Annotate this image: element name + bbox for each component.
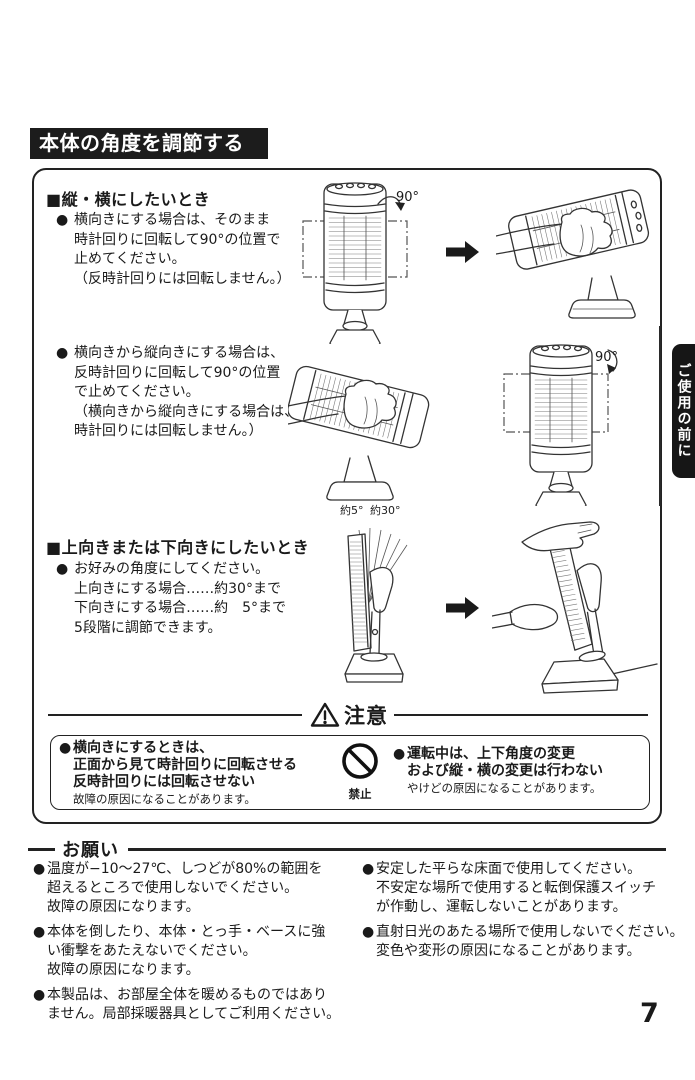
- bullet-lines: 運転中は、上下角度の変更 および縦・横の変更は行わない やけどの原因になることが…: [407, 746, 603, 795]
- heater-vertical-illustration: [302, 182, 408, 344]
- onegai-title: お願い: [62, 840, 119, 861]
- onegai-rule-long: [128, 847, 666, 851]
- prohibition-icon: [342, 743, 378, 779]
- section-tab-before-use: ご使用の前に: [672, 344, 695, 478]
- angle-90-label-2: 90°: [595, 350, 619, 365]
- bullet-marker: ●: [59, 740, 72, 756]
- onegai-bullet-temperature: ● 温度が−10〜27℃、しつどが80%の範囲を 超えるところで使用しないでくだ…: [33, 861, 323, 915]
- warning-triangle-icon: [310, 702, 340, 727]
- caution-left-note: 故障の原因になることがあります。: [73, 792, 256, 806]
- right-arrow-icon: [446, 241, 479, 263]
- heater-tilt-hands-illustration: [492, 521, 658, 694]
- bullet-lines: お好みの角度にしてください。 上向きにする場合……約30°まで 下向きにする場合…: [74, 561, 287, 636]
- prohibition-sign: 禁止: [337, 741, 383, 802]
- caution-label: 注意: [344, 704, 388, 728]
- onegai-right-column: ● 安定した平らな床面で使用してください。 不安定な場所で使用すると転倒保護スイ…: [362, 860, 692, 967]
- bullet-marker: ●: [56, 561, 69, 577]
- onegai-left-column: ● 温度が−10〜27℃、しつどが80%の範囲を 超えるところで使用しないでくだ…: [33, 860, 359, 1030]
- caution-right-note: やけどの原因になることがあります。: [407, 781, 602, 795]
- caution-right-bullet: ● 運転中は、上下角度の変更 および縦・横の変更は行わない やけどの原因になるこ…: [393, 746, 643, 795]
- heater-vertical-illustration-2: [503, 344, 618, 506]
- prohibition-label: 禁止: [348, 787, 372, 801]
- bullet-lines: 横向きから縦向きにする場合は、 反時計回りに回転して90°の位置 で止めてくださ…: [74, 345, 299, 439]
- heater-horizontal-hand-illustration: [496, 189, 650, 319]
- onegai-bullet-impact: ● 本体を倒したり、本体・とっ手・ベースに強 い衝撃をあたえないでください。 故…: [33, 924, 326, 978]
- bullet-marker: ●: [56, 212, 69, 228]
- caution-box: ● 横向きにするときは、 正面から見て時計回りに回転させる 反時計回りには回転さ…: [50, 735, 650, 810]
- bullet-rotate-clockwise: ● 横向きにする場合は、そのまま 時計回りに回転して90°の位置で 止めてくださ…: [56, 211, 296, 289]
- onegai-bullet-sunlight: ● 直射日光のあたる場所で使用しないでください。 変色や変形の原因になることがあ…: [362, 924, 684, 959]
- angle-5-label: 約5°: [340, 504, 364, 517]
- bullet-lines: 横向きにするときは、 正面から見て時計回りに回転させる 反時計回りには回転させな…: [73, 740, 297, 806]
- side-rule: [659, 326, 661, 506]
- section-heading-vertical-horizontal: ■縦・横にしたいとき: [46, 190, 211, 209]
- angle-adjust-box: ■縦・横にしたいとき ● 横向きにする場合は、そのまま 時計回りに回転して90°…: [32, 168, 662, 824]
- caution-rule-right: [394, 714, 648, 716]
- angle-90-label-1: 90°: [396, 190, 420, 205]
- page-number: 7: [640, 998, 659, 1029]
- onegai-rule-short: [28, 847, 55, 851]
- bullet-marker: ●: [56, 345, 69, 361]
- angle-30-label: 約30°: [370, 504, 401, 517]
- caution-header: 注意: [48, 698, 648, 732]
- bullet-tilt-angle: ● お好みの角度にしてください。 上向きにする場合……約30°まで 下向きにする…: [56, 560, 302, 638]
- bullet-lines: 横向きにする場合は、そのまま 時計回りに回転して90°の位置で 止めてください。…: [74, 212, 291, 287]
- bullet-rotate-counterclockwise: ● 横向きから縦向きにする場合は、 反時計回りに回転して90°の位置 で止めてく…: [56, 344, 300, 442]
- right-arrow-icon-2: [446, 597, 479, 619]
- section-heading-up-down: ■上向きまたは下向きにしたいとき: [46, 538, 310, 557]
- heater-side-angle-illustration: [344, 527, 408, 683]
- onegai-bullet-local-heating: ● 本製品は、お部屋全体を暖めるものではあり ません。局部採暖器具としてご利用く…: [33, 987, 341, 1022]
- onegai-header: お願い: [28, 836, 666, 862]
- bullet-marker: ●: [393, 746, 406, 762]
- caution-rule-left: [48, 714, 302, 716]
- caution-left-bullet: ● 横向きにするときは、 正面から見て時計回りに回転させる 反時計回りには回転さ…: [59, 740, 327, 806]
- onegai-bullet-flat-floor: ● 安定した平らな床面で使用してください。 不安定な場所で使用すると転倒保護スイ…: [362, 861, 656, 915]
- heater-horizontal-hand-illustration-2: [288, 365, 430, 501]
- page-title: 本体の角度を調節する: [30, 128, 268, 159]
